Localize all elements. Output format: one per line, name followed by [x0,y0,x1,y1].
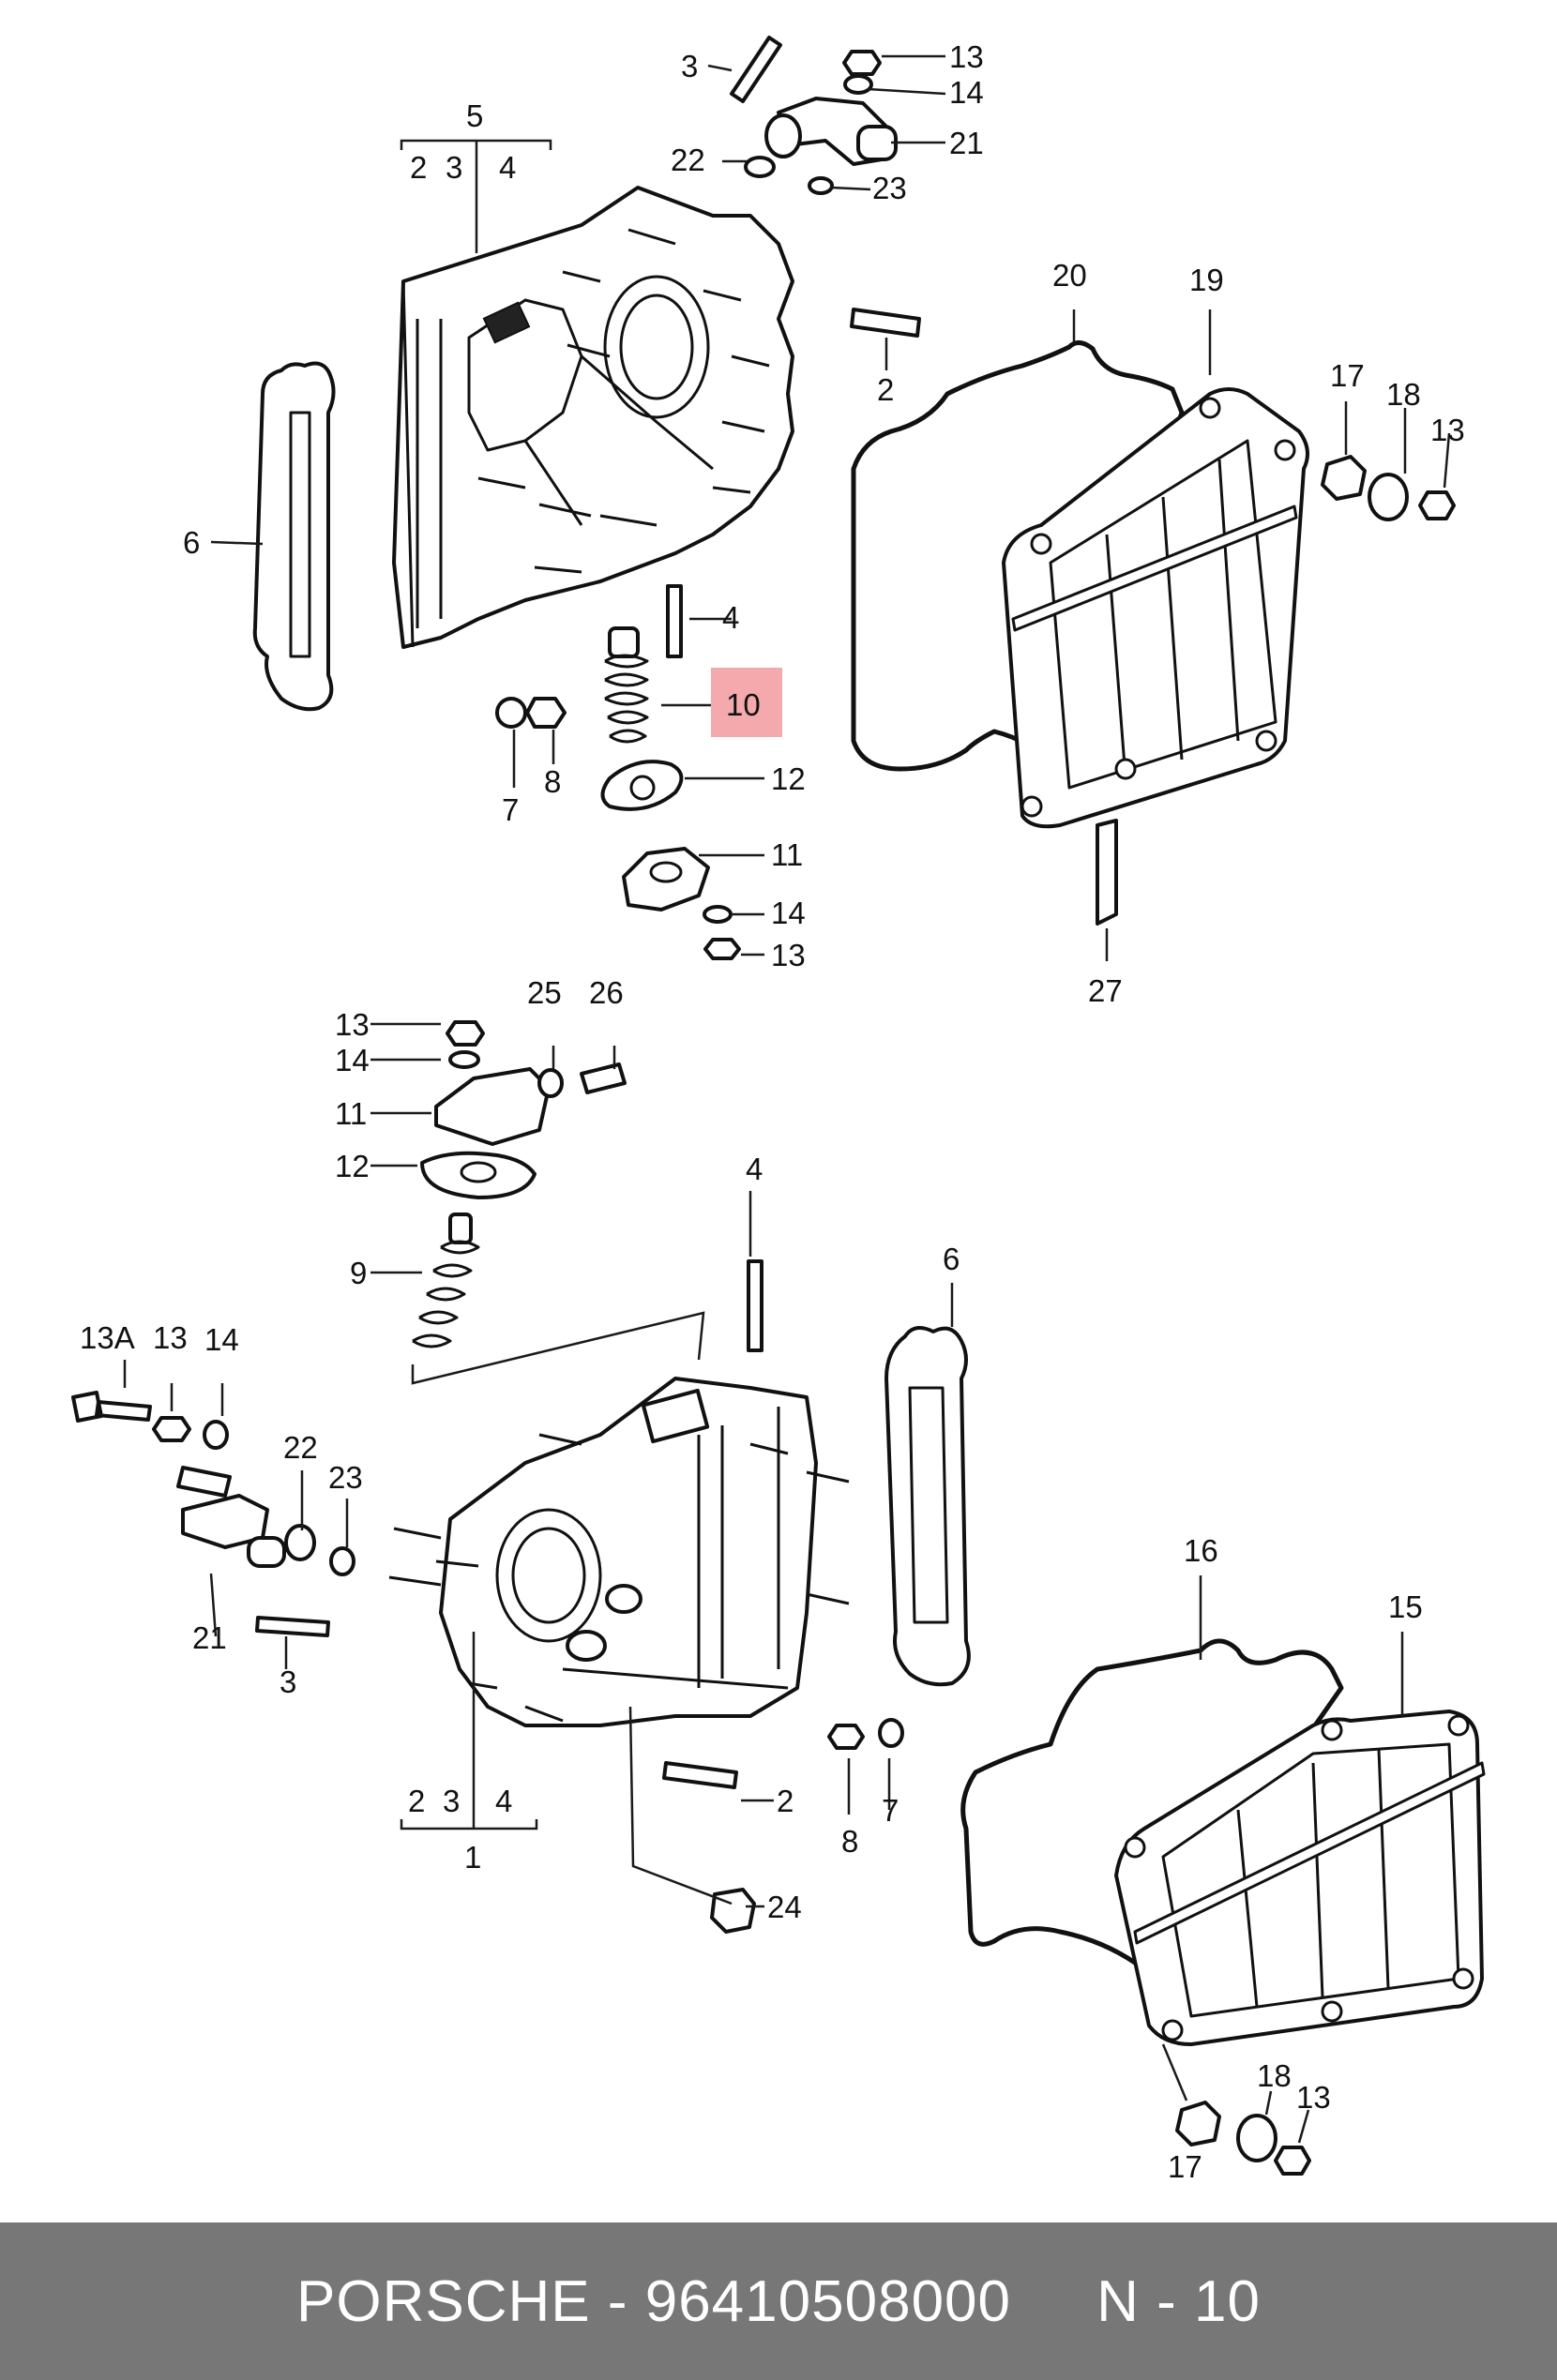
callout-label: 5 [466,98,483,133]
callout-label: 3 [443,1784,460,1818]
callout-label: 23 [328,1460,363,1495]
callout-label: 21 [949,126,984,160]
gasket-6-upper [252,361,336,712]
callout-labels: 3 13 14 21 22 23 5 2 3 4 20 19 2 17 18 1… [80,39,1465,2184]
callout-label: 11 [335,1096,367,1131]
exploded-parts-diagram: 3 13 14 21 22 23 5 2 3 4 20 19 2 17 18 1… [71,36,1486,2184]
callout-label: 12 [771,761,806,796]
callout-label: 14 [335,1043,370,1077]
callout-label: 22 [671,143,705,177]
stud-2-upper [850,308,921,338]
callout-label: 26 [589,975,624,1010]
upper-housing-studs [477,228,770,574]
stud-4-lower [747,1259,763,1352]
callout-label: 22 [283,1430,318,1465]
callout-label: 18 [1257,2058,1292,2093]
callout-label: 14 [771,896,806,930]
callout-label: 21 [192,1620,227,1655]
callout-label: 4 [499,150,516,185]
callout-label: 17 [1168,2149,1202,2184]
callout-label: 2 [408,1784,425,1818]
callout-label: 20 [1052,258,1087,293]
callout-label: 19 [1189,263,1224,297]
lower-housing-studs [388,1433,850,1723]
callout-label: 18 [1386,377,1421,412]
part-9-spring-lower [412,1213,480,1348]
callout-label: 25 [527,975,562,1010]
callout-label: 13A [80,1320,135,1355]
part-10-relief-valve-spring [604,626,649,744]
callout-label: 14 [204,1322,239,1357]
callout-label: 15 [1388,1589,1423,1624]
leader-lines [123,54,1451,2144]
callout-label: 2 [777,1784,794,1818]
stud-3-lower [255,1616,330,1637]
callout-label: 6 [183,525,200,560]
footer-part-reference: PORSCHE - 96410508000 N - 10 [296,2268,1261,2334]
callout-label: 14 [949,75,984,110]
cover-11-mid [434,1067,551,1146]
callout-label: 13 [1430,413,1465,447]
callout-label: 1 [464,1840,481,1875]
callout-label: 27 [1088,973,1123,1008]
sensor-21-top [764,97,898,166]
callout-label: 4 [746,1152,763,1186]
callout-label: 23 [872,171,907,205]
callout-label: 3 [280,1664,296,1699]
callout-label: 8 [544,764,561,799]
callout-label: 8 [841,1824,858,1859]
callout-label: 10 [726,687,761,722]
callout-label: 13 [771,938,806,972]
nut-8-upper [525,697,567,729]
callout-label: 4 [722,600,739,635]
callout-label: 17 [1330,358,1365,393]
callout-label: 7 [882,1793,899,1828]
cover-15-lower [1114,1710,1486,2046]
callout-label: 11 [771,837,803,872]
callout-label: 2 [877,372,894,407]
cover-19-upper [1002,387,1309,829]
callout-label: 13 [153,1320,188,1355]
callout-label: 9 [350,1256,367,1290]
stud-3-top [730,36,782,103]
footer-bar: PORSCHE - 96410508000 N - 10 [0,2222,1557,2380]
gasket-16-lower [960,1638,1344,1972]
callout-label: 3 [446,150,462,185]
lower-cover-housing [439,1377,818,1727]
washer-7-upper [495,697,527,729]
stud-4-upper [666,584,683,658]
callout-label: 13 [335,1007,370,1042]
callout-label: 13 [949,39,984,74]
callout-label: 6 [943,1242,960,1276]
callout-label: 12 [335,1149,370,1183]
callout-label: 7 [502,792,519,827]
callout-label: 3 [681,49,698,83]
gasket-6-lower [884,1326,971,1687]
callout-label: 13 [1296,2080,1331,2115]
bracket-27 [1096,819,1118,926]
highlight-item-10 [711,668,782,737]
callout-label: 16 [1184,1533,1218,1568]
callout-label: 4 [495,1784,512,1818]
callout-label: 24 [767,1890,802,1924]
bolt-13a [71,1391,152,1423]
callout-label: 2 [410,150,427,185]
sensor-21-lower [176,1466,286,1568]
upper-cover-housing [392,186,794,649]
